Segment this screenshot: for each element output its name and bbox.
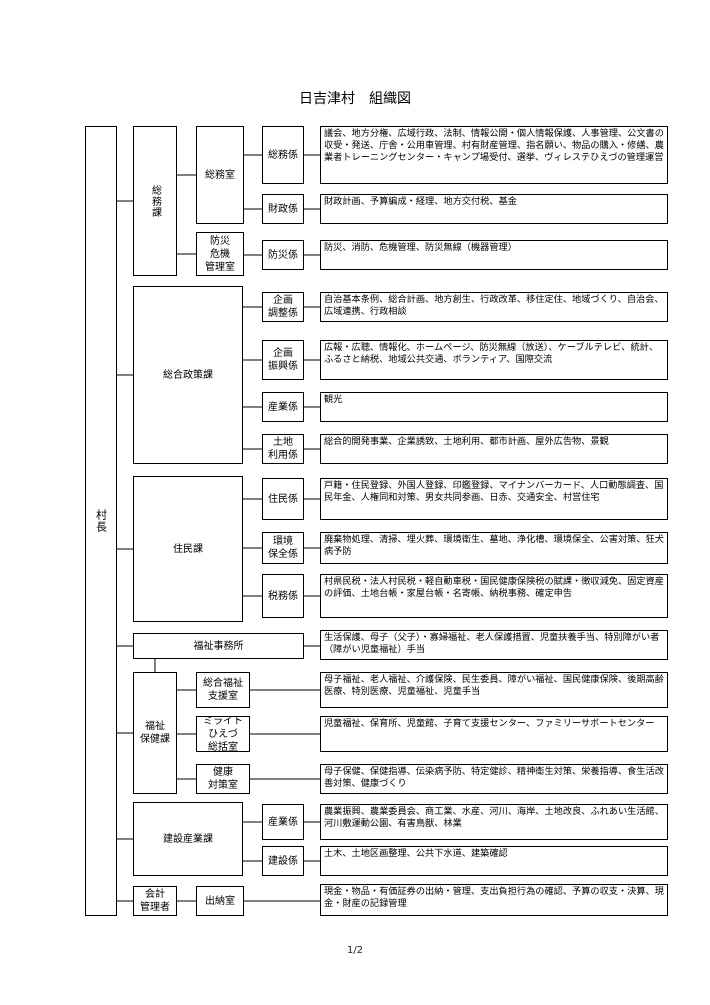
section-box: 財政係 (262, 194, 304, 224)
section-duties: 土木、土地区画整理、公共下水道、建築確認 (320, 846, 668, 876)
department-box: 会計 管理者 (133, 886, 177, 916)
office-box: 防災 危機 管理室 (196, 232, 244, 276)
section-duties: 生活保護、母子（父子）・寡婦福祉、老人保護措置、児童扶養手当、特別障がい者（障が… (320, 630, 668, 660)
page-title: 日吉津村 組織図 (299, 91, 411, 107)
section-box: 土地 利用係 (262, 434, 304, 464)
office-box: 出納室 (196, 886, 244, 916)
section-box: 企画 振興係 (262, 340, 304, 380)
section-duties: 財政計画、予算編成・経理、地方交付税、基金 (320, 194, 668, 224)
office-box: ミライト ひえづ 総括室 (196, 716, 250, 753)
section-duties: 農業振興、農業委員会、商工業、水産、河川、海岸、土地改良、ふれあい生活館、河川敷… (320, 804, 668, 840)
section-duties: 廃棄物処理、清掃、埋火葬、環境衛生、墓地、浄化槽、環境保全、公害対策、狂犬病予防 (320, 532, 668, 564)
section-duties: 観光 (320, 392, 668, 422)
section-duties: 防災、消防、危機管理、防災無線（機器管理） (320, 240, 668, 270)
department-box: 福祉 保健課 (133, 672, 177, 794)
department-box: 建設産業課 (133, 802, 243, 876)
department-box: 住民課 (133, 476, 243, 622)
section-box: 住民係 (262, 478, 304, 520)
section-duties: 村県民税・法人村民税・軽自動車税・国民健康保険税の賦課・徴収減免、固定資産の評価… (320, 574, 668, 618)
department-box: 総合政策課 (133, 286, 243, 464)
office-box: 総合福祉 支援室 (196, 672, 250, 708)
section-box: 総務係 (262, 126, 304, 184)
page-number: 1/2 (346, 945, 364, 956)
mayor-box: 村長 (85, 126, 117, 916)
section-duties: 総合的開発事業、企業誘致、土地利用、都市計画、屋外広告物、景観 (320, 434, 668, 464)
section-duties: 現金・物品・有価証券の出納・管理、支出負担行為の確認、予算の収支・決算、現金・財… (320, 884, 668, 916)
section-duties: 自治基本条例、総合計画、地方創生、行政改革、移住定住、地域づくり、自治会、広域連… (320, 292, 668, 322)
section-box: 企画 調整係 (262, 292, 304, 322)
department-box: 総務課 (133, 126, 177, 276)
section-box: 産業係 (262, 392, 304, 422)
office-box: 健康 対策室 (196, 764, 250, 794)
office-box: 総務室 (196, 126, 244, 224)
section-box: 産業係 (262, 804, 304, 840)
section-duties: 児童福祉、保育所、児童館、子育て支援センター、ファミリーサポートセンター (320, 716, 668, 752)
section-duties: 戸籍・住民登録、外国人登録、印鑑登録、マイナンバーカード、人口動態調査、国民年金… (320, 478, 668, 520)
section-box: 建設係 (262, 846, 304, 876)
section-box: 税務係 (262, 574, 304, 618)
section-box: 防災係 (262, 240, 304, 270)
section-duties: 広報・広聴、情報化、ホームページ、防災無線（放送）、ケーブルテレビ、統計、ふるさ… (320, 340, 668, 380)
section-duties: 母子福祉、老人福祉、介護保険、民生委員、障がい福祉、国民健康保険、後期高齢医療、… (320, 672, 668, 708)
section-duties: 母子保健、保健指導、伝染病予防、特定健診、精神衛生対策、栄養指導、食生活改善対策… (320, 764, 668, 794)
section-duties: 議会、地方分権、広域行政、法制、情報公開・個人情報保護、人事管理、公文書の収受・… (320, 126, 668, 184)
section-box: 環境 保全係 (262, 532, 304, 564)
department-box: 福祉事務所 (133, 633, 304, 659)
